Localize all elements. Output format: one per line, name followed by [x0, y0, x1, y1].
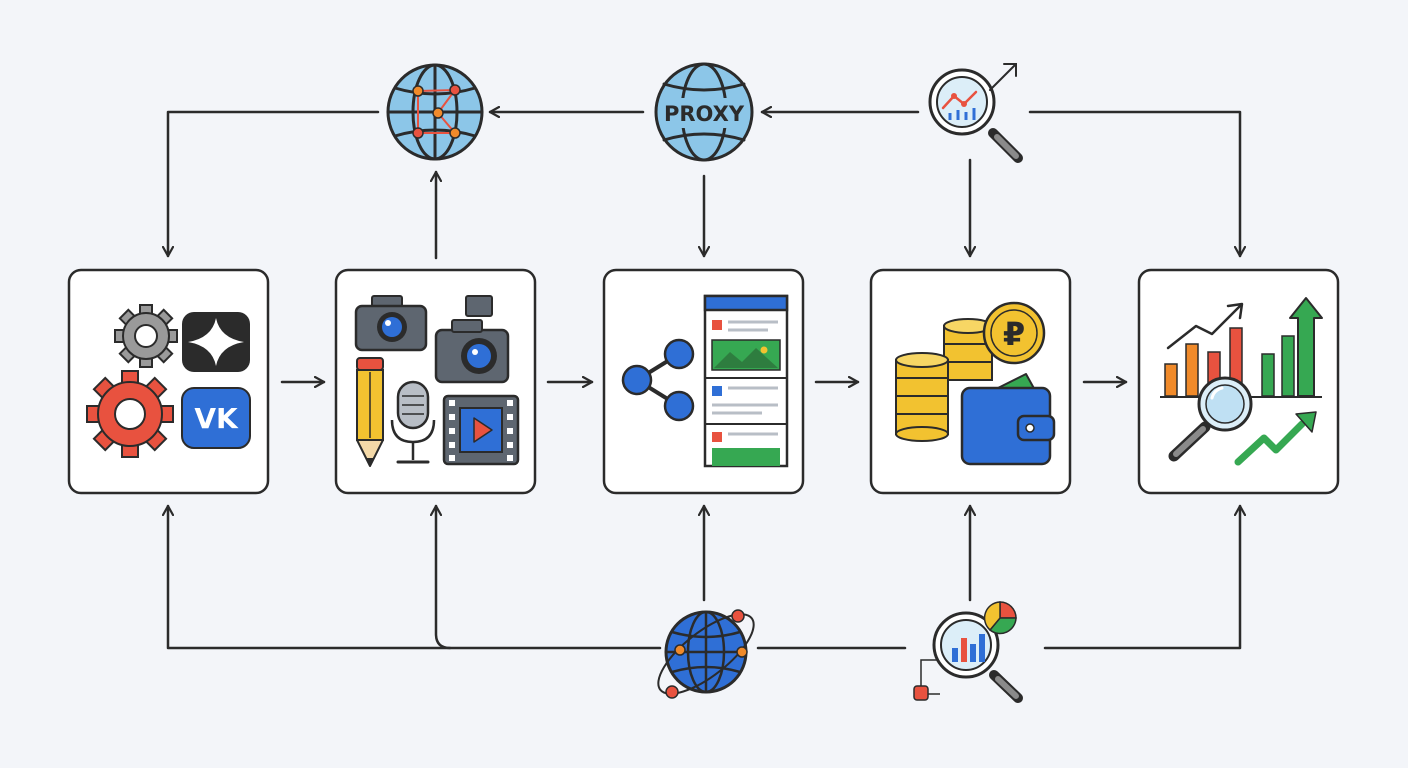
vk-logo-label: VK: [194, 402, 239, 435]
proxy-label: PROXY: [664, 102, 745, 126]
trend-up-icon: [1234, 411, 1317, 466]
proxy-globe-icon: PROXY: [654, 62, 754, 162]
feed-icon: [703, 294, 789, 468]
gear-icon: [114, 304, 178, 368]
connector-orbit-to-panel-2: [436, 504, 452, 650]
monetization-panel: ₽: [869, 268, 1072, 495]
coins-icon: [943, 318, 993, 381]
coins-icon: [895, 352, 949, 442]
vk-logo: VK: [181, 387, 251, 449]
microphone-icon: [390, 380, 436, 464]
connectors: [168, 110, 1240, 650]
content-creation-panel: [334, 268, 537, 495]
globe-network-icon: [386, 63, 484, 161]
search-analytics-icon: [928, 63, 1023, 163]
wallet-icon: [960, 373, 1056, 466]
share-icon: [621, 338, 695, 422]
magnifier-icon: [1168, 376, 1253, 462]
gear-icon: [86, 370, 174, 458]
camera-icon: [434, 295, 510, 384]
connector-data-to-panel-5: [1043, 504, 1240, 650]
video-icon: [442, 394, 520, 466]
connector-search-to-panel-5: [1028, 110, 1240, 258]
data-analysis-icon: [913, 601, 1023, 703]
camera-icon: [354, 295, 428, 352]
connector-globe-to-panel-1: [168, 110, 380, 258]
connector-orbit-to-panel-1: [168, 504, 662, 650]
analytics-panel: [1137, 268, 1340, 495]
ruble-coin-icon: ₽: [982, 301, 1046, 365]
orbit-globe-icon: [657, 609, 755, 699]
ruble-symbol: ₽: [1003, 315, 1025, 353]
pencil-icon: [356, 357, 384, 467]
settings-vk-panel: VK: [67, 268, 270, 495]
sharing-panel: [602, 268, 805, 495]
star-app-icon: [182, 312, 250, 372]
